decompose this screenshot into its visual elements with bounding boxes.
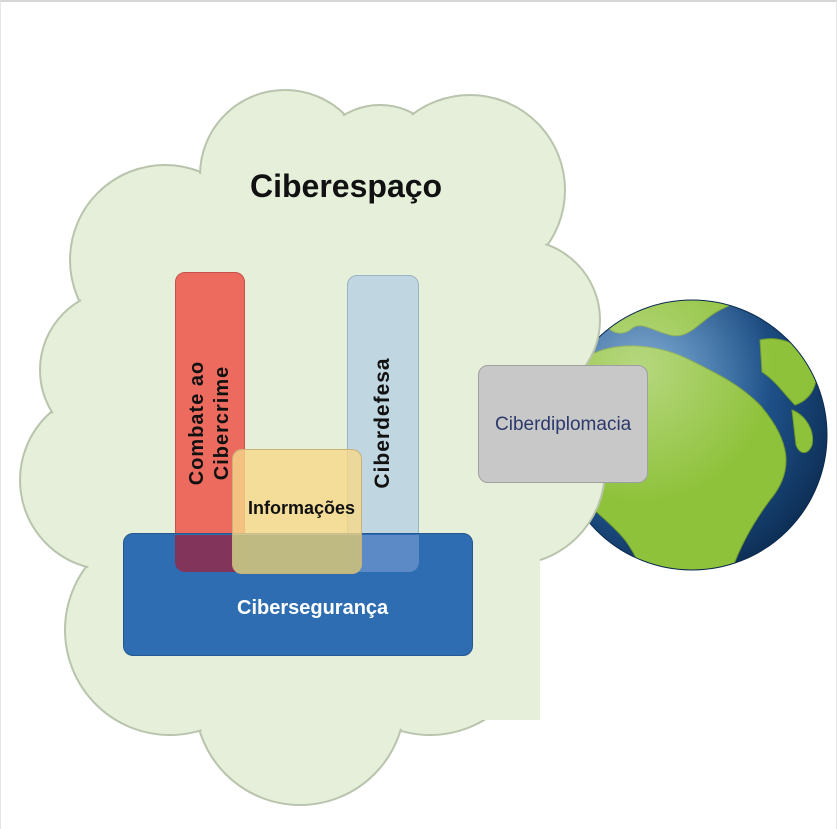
informacoes-overlap — [233, 535, 361, 573]
ciberdiplomacia-box — [478, 365, 648, 483]
ciberdiplomacia-label: Ciberdiplomacia — [495, 414, 632, 435]
ciberdefesa-label: Ciberdefesa — [371, 357, 394, 489]
informacoes-label: Informações — [248, 498, 356, 518]
combate-cibercrime-label: Combate ao Cibercrime — [186, 360, 233, 486]
ciberseguranca-label: Cibersegurança — [237, 597, 389, 619]
diagram-title: Ciberespaço — [250, 168, 443, 204]
